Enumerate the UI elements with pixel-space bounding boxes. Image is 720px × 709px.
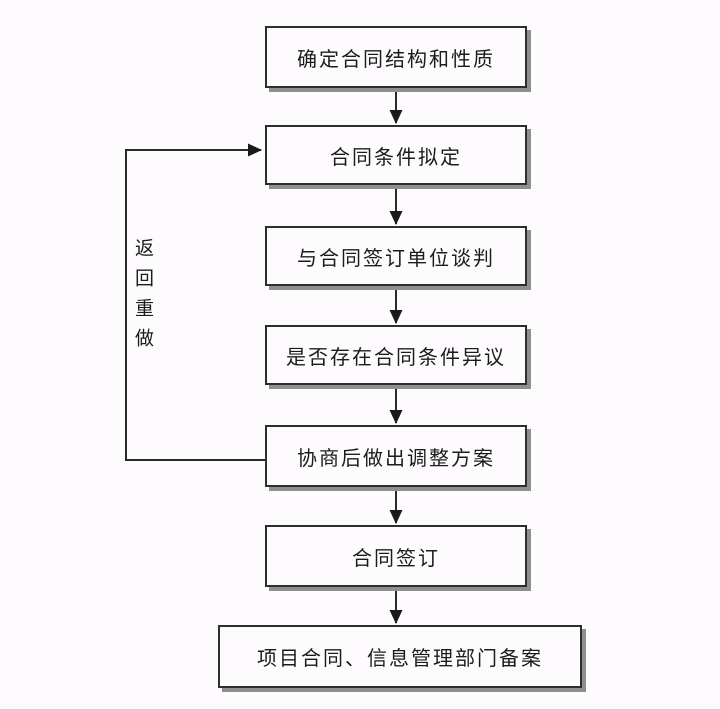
flow-step-label: 项目合同、信息管理部门备案 <box>257 648 543 670</box>
flow-step-condition-objection-check: 是否存在合同条件异议 <box>265 325 527 385</box>
flow-step-label: 协商后做出调整方案 <box>297 447 495 470</box>
flow-step-contract-signing: 合同签订 <box>265 525 527 587</box>
flow-step-filing-with-departments: 项目合同、信息管理部门备案 <box>218 625 582 688</box>
flow-step-label: 与合同签订单位谈判 <box>297 247 495 270</box>
loop-return-label: 返回重做 <box>132 238 153 358</box>
loop-return-arrow <box>125 143 265 461</box>
flow-step-adjustment-plan: 协商后做出调整方案 <box>265 425 527 487</box>
flow-step-label: 是否存在合同条件异议 <box>286 346 506 369</box>
flow-step-label: 合同签订 <box>352 547 440 570</box>
flow-step-negotiate-with-signing-unit: 与合同签订单位谈判 <box>265 226 527 286</box>
flow-step-determine-contract-structure: 确定合同结构和性质 <box>265 26 527 88</box>
flow-step-label: 合同条件拟定 <box>330 146 462 169</box>
flow-step-draft-contract-conditions: 合同条件拟定 <box>265 125 527 185</box>
flow-step-label: 确定合同结构和性质 <box>297 48 495 71</box>
